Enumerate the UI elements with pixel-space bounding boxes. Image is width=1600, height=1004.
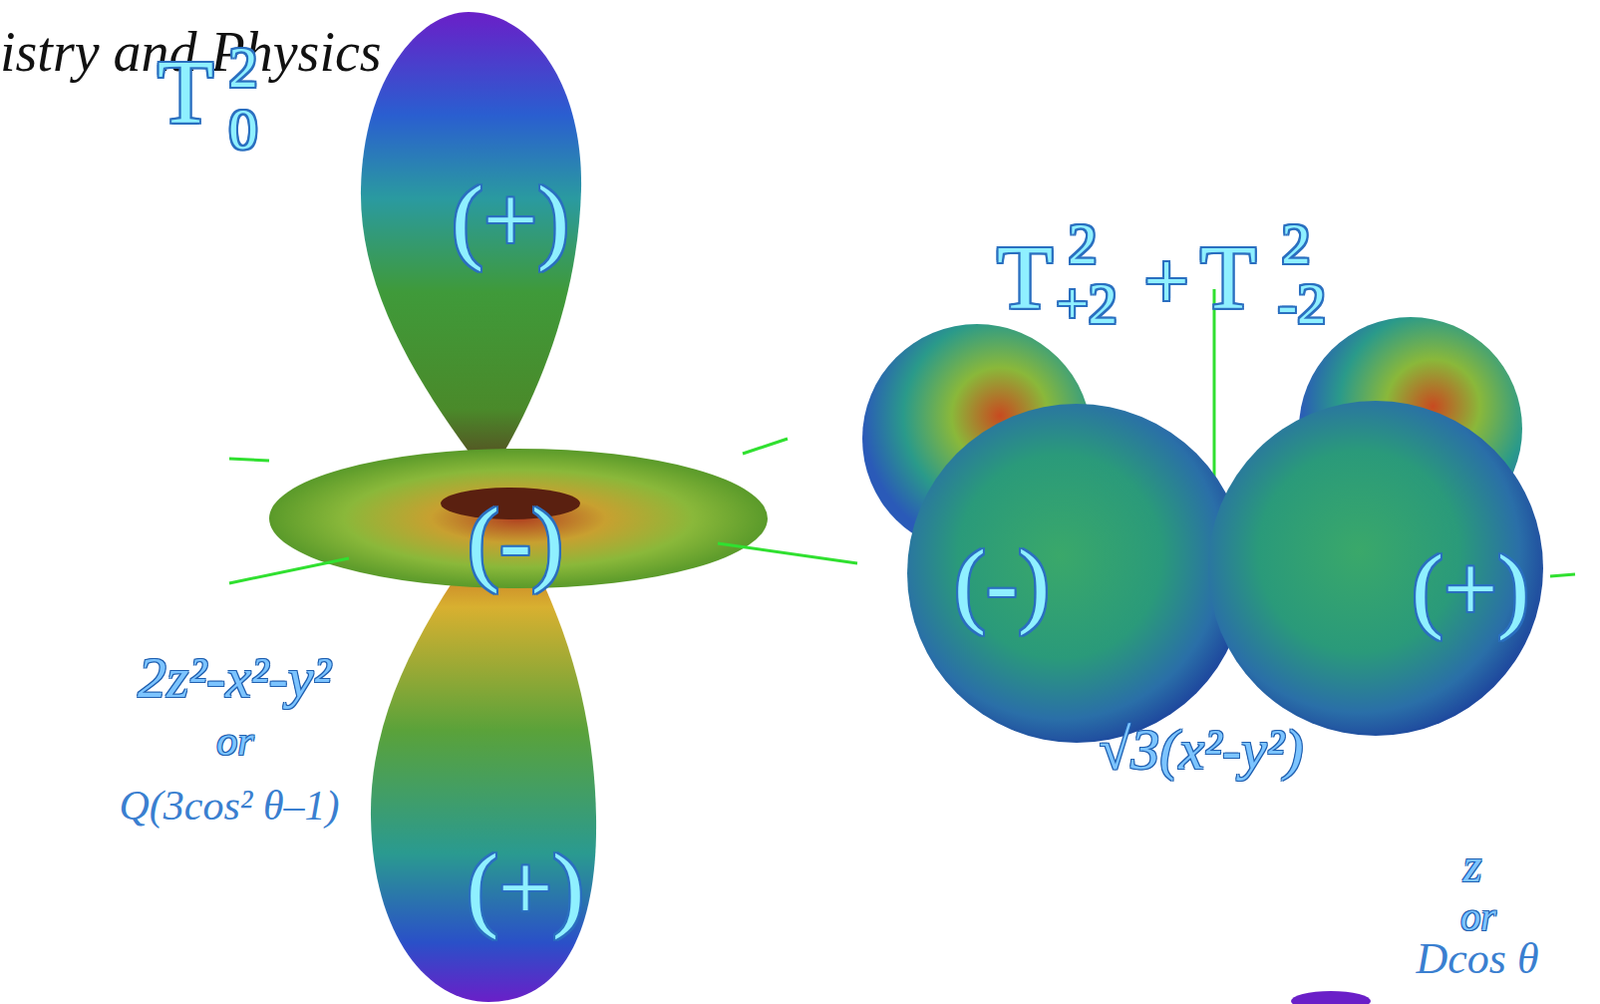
plus-sign: +: [1143, 241, 1189, 321]
formula-or: or: [216, 719, 254, 762]
tensor-symbol: T: [1200, 231, 1257, 323]
formula: Q(3cos² θ–1): [118, 784, 339, 827]
tensor-index: +2: [1055, 275, 1118, 333]
tensor-index: -2: [1278, 275, 1326, 333]
tensor-rank: 2: [229, 38, 259, 97]
sign-label: (+): [466, 839, 585, 936]
tensor-symbol: T: [996, 231, 1053, 323]
formula: √3(x²-y²): [1098, 720, 1303, 779]
formula: 2z²-x²-y²: [137, 648, 331, 707]
tensor-index: 0: [229, 100, 259, 159]
formula: z: [1463, 841, 1483, 890]
tensor-rank: 2: [1281, 215, 1311, 274]
sign-label: (+): [451, 171, 570, 268]
formula: Dcos θ: [1415, 937, 1539, 981]
tensor-symbol: T: [157, 45, 214, 138]
sign-label: (-): [954, 535, 1050, 632]
sign-label: (+): [1411, 540, 1530, 637]
tensor-rank: 2: [1068, 215, 1098, 274]
sign-label: (-): [467, 493, 564, 590]
formula-or: or: [1460, 897, 1497, 938]
